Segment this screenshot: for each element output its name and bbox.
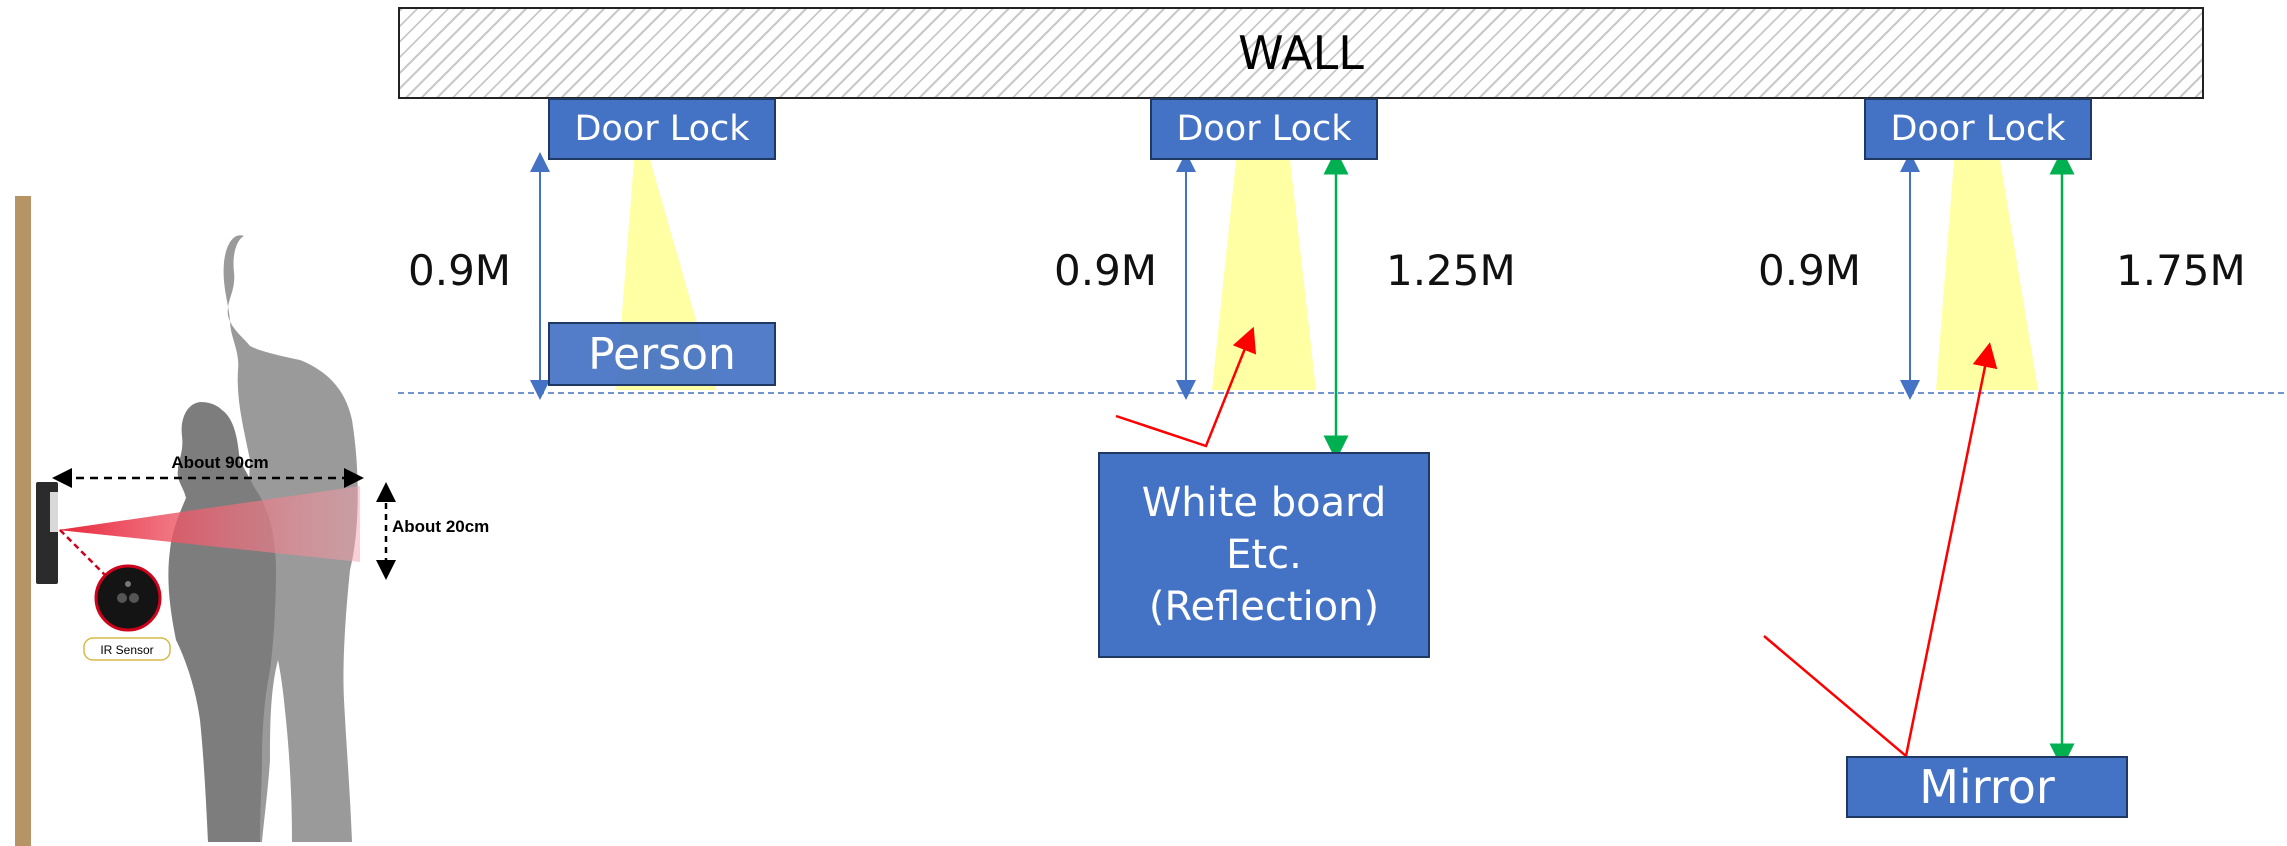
wall: WALL	[398, 7, 2204, 99]
wall-post	[15, 196, 31, 846]
person-label: Person	[588, 328, 736, 380]
door-lock-box-3: Door Lock	[1864, 98, 2092, 160]
illustration-width-label: About 90cm	[171, 453, 268, 472]
whiteboard-label-line-1: White board	[1141, 480, 1387, 526]
detection-beam-3	[1936, 160, 2038, 390]
ir-sensor-window	[50, 492, 58, 532]
person-box: Person	[548, 322, 776, 386]
door-lock-label-3: Door Lock	[1890, 109, 2066, 149]
ir-sensor-lens-left	[117, 593, 127, 603]
ir-sensor-lens-right	[129, 593, 139, 603]
reflection-path-3	[1763, 342, 1998, 759]
height-label-1: 0.9M	[408, 246, 512, 295]
whiteboard-label-line-3: (Reflection)	[1148, 584, 1380, 630]
detection-beam-2	[1212, 160, 1316, 390]
illustration-height-label: About 20cm	[392, 517, 489, 536]
ir-sensor-led	[125, 581, 131, 587]
door-lock-label-2: Door Lock	[1176, 109, 1352, 149]
illustration-sensor-label: IR Sensor	[100, 643, 153, 657]
height-label-2: 0.9M	[1054, 246, 1158, 295]
height-label-3: 0.9M	[1758, 246, 1862, 295]
whiteboard-label-line-2: Etc.	[1226, 532, 1302, 578]
door-lock-box-2: Door Lock	[1150, 98, 1378, 160]
person-illustration	[15, 196, 396, 846]
sensor-callout-line	[59, 529, 113, 583]
wall-label: WALL	[1238, 26, 1364, 80]
mirror-label: Mirror	[1919, 760, 2055, 814]
mirror-box: Mirror	[1846, 756, 2128, 818]
whiteboard-box: White board Etc. (Reflection)	[1098, 452, 1430, 658]
ir-sensor-label-box	[83, 637, 171, 661]
door-lock-box-1: Door Lock	[548, 98, 776, 160]
distance-label-2: 1.25M	[1386, 246, 1516, 295]
ir-sensor-closeup	[94, 564, 162, 632]
door-lock-label-1: Door Lock	[574, 109, 750, 149]
reflection-path-2	[1115, 326, 1257, 448]
ir-beam	[58, 486, 360, 562]
distance-label-3: 1.75M	[2116, 246, 2246, 295]
